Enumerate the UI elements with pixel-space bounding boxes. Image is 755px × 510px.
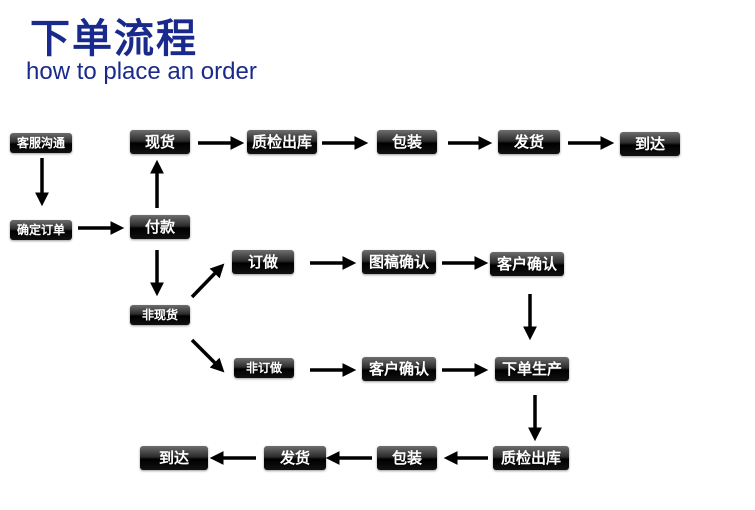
title-chinese: 下单流程 <box>30 16 198 62</box>
node-non-stock: 非现货 <box>130 305 190 325</box>
arrow-nonstock-to-noncustom <box>190 338 225 373</box>
arrow-nonstock-to-custom <box>190 263 225 299</box>
node-qc-top: 质检出库 <box>247 130 317 154</box>
node-qc-bottom: 质检出库 <box>493 446 569 470</box>
node-confirm-order: 确定订单 <box>10 220 72 240</box>
node-pack-bottom: 包装 <box>377 446 437 470</box>
node-ship-top: 发货 <box>498 130 560 154</box>
node-non-custom: 非订做 <box>234 358 294 378</box>
node-drawing-confirm: 图稿确认 <box>362 250 436 274</box>
node-customer-service: 客服沟通 <box>10 133 72 153</box>
node-in-stock: 现货 <box>130 130 190 154</box>
node-custom-made: 订做 <box>232 250 294 274</box>
node-pack-top: 包装 <box>377 130 437 154</box>
node-arrive-top: 到达 <box>620 132 680 156</box>
node-client-confirm-mid: 客户确认 <box>362 357 436 381</box>
node-client-confirm-top: 客户确认 <box>490 252 564 276</box>
node-production: 下单生产 <box>495 357 569 381</box>
node-ship-bottom: 发货 <box>264 446 326 470</box>
node-arrive-bottom: 到达 <box>140 446 208 470</box>
node-payment: 付款 <box>130 215 190 239</box>
title-english: how to place an order <box>26 58 257 85</box>
